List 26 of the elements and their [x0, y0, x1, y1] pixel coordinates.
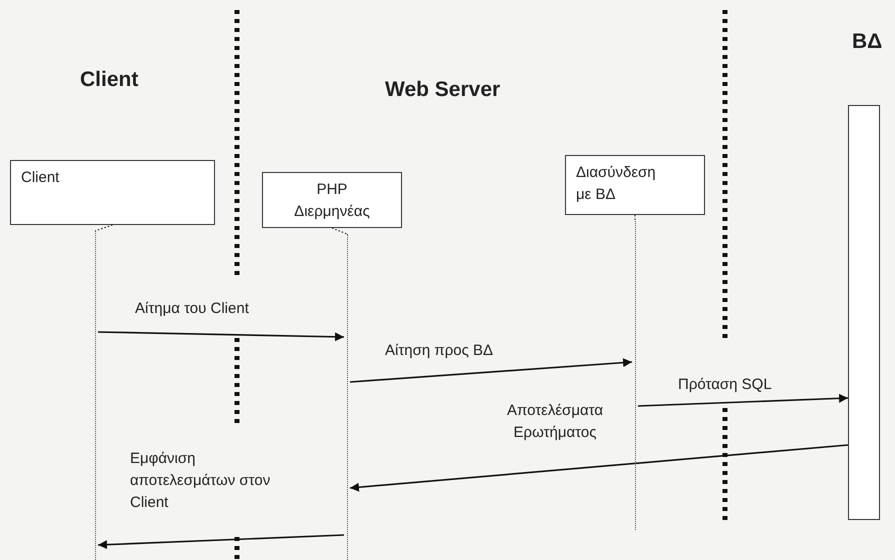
participant-box — [262, 172, 402, 228]
message-arrow — [98, 331, 344, 342]
message-arrow — [350, 358, 632, 383]
message-arrow — [350, 444, 848, 492]
participant-box — [565, 155, 705, 215]
participant-name: Διασύνδεση με ΒΔ — [576, 163, 657, 205]
lifeline — [635, 221, 636, 530]
column-heading: ΒΔ — [852, 30, 882, 54]
participant-name: PHP Διερμηνέας — [293, 180, 371, 222]
connector-line — [94, 224, 113, 232]
lifeline — [95, 231, 96, 560]
message-arrow — [638, 394, 848, 407]
message-label: Αίτημα του Client — [135, 299, 250, 319]
lifeline — [347, 234, 348, 560]
message-label: Πρόταση SQL — [678, 375, 773, 395]
participant-box — [10, 160, 215, 225]
activation-bar — [848, 105, 880, 520]
message-label: Αίτηση προς ΒΔ — [385, 341, 494, 361]
message-label: Εμφάνιση αποτελεσμάτων στον Client — [130, 449, 272, 513]
message-label: Αποτελέσματα Ερωτήματος — [506, 401, 604, 443]
participant-name: Client — [21, 168, 60, 188]
message-arrow — [98, 534, 344, 550]
column-heading: Client — [80, 68, 138, 92]
connector-line — [332, 228, 348, 234]
connector-line — [634, 214, 636, 222]
column-heading: Web Server — [385, 78, 500, 102]
